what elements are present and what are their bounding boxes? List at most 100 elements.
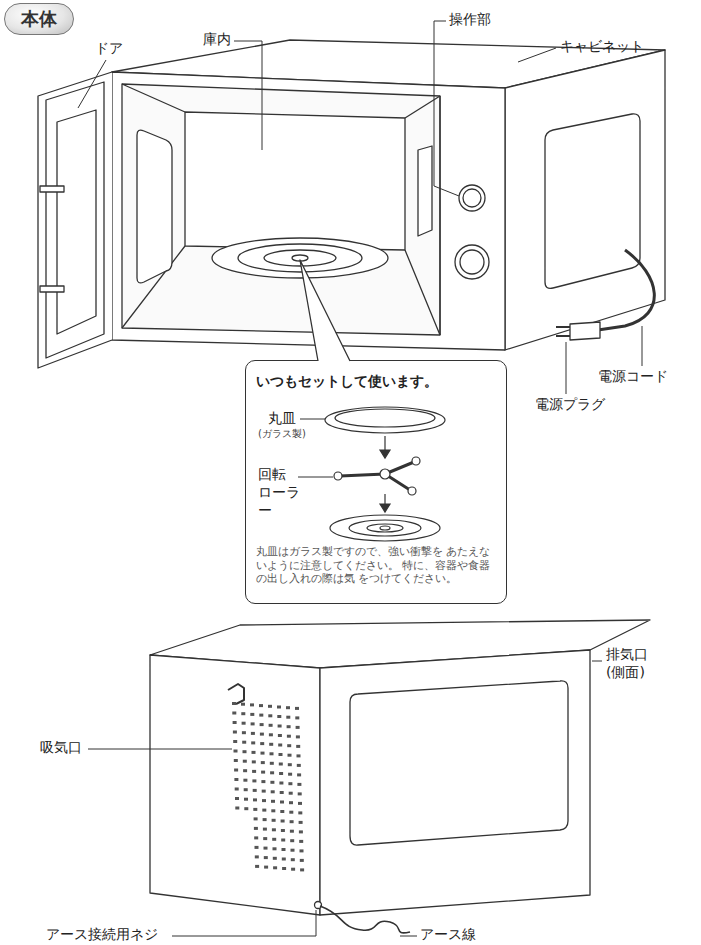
vent-hole bbox=[242, 731, 246, 734]
vent-hole bbox=[299, 830, 303, 833]
vent-hole bbox=[242, 741, 246, 744]
vent-hole bbox=[235, 797, 239, 800]
leader-line bbox=[434, 21, 459, 196]
vent-hole bbox=[244, 798, 248, 801]
vent-hole bbox=[280, 810, 284, 813]
vent-hole bbox=[282, 858, 286, 861]
arrow-head bbox=[380, 504, 390, 512]
vent-hole bbox=[272, 819, 276, 822]
caution-note: 丸皿はガラス製ですので、強い衝撃を あたえないように注意してください。 特に、容… bbox=[256, 545, 498, 586]
vent-hole bbox=[241, 703, 245, 706]
callout-box: いつもセットして使います。丸皿(ガラス製)回転 ローラー丸皿はガラス製ですので、… bbox=[245, 360, 507, 604]
part-label: 操作部 bbox=[449, 11, 509, 29]
knob bbox=[459, 185, 485, 211]
vent-hole bbox=[286, 706, 290, 709]
vent-hole bbox=[232, 712, 236, 715]
vent-hole bbox=[273, 866, 277, 869]
callout-pointer bbox=[300, 260, 350, 361]
vent-hole bbox=[297, 783, 301, 786]
vent-hole bbox=[278, 744, 282, 747]
vent-hole bbox=[264, 866, 268, 869]
arrow-head bbox=[380, 450, 390, 458]
vent-hole bbox=[261, 780, 265, 783]
cavity-window bbox=[137, 130, 172, 283]
leader-lines bbox=[78, 21, 642, 394]
door-window bbox=[57, 110, 96, 334]
vent-hole bbox=[261, 761, 265, 764]
vent-hole bbox=[289, 801, 293, 804]
vent-hole bbox=[280, 791, 284, 794]
knob bbox=[463, 189, 481, 207]
vent-hole bbox=[290, 820, 294, 823]
power-plug bbox=[570, 322, 600, 340]
vent-hole bbox=[287, 735, 291, 738]
vent-hole bbox=[297, 754, 301, 757]
vent-hole bbox=[233, 721, 237, 724]
roller-arm bbox=[340, 462, 414, 490]
vent-hole bbox=[243, 750, 247, 753]
vent-hole bbox=[273, 857, 277, 860]
knob bbox=[455, 245, 489, 279]
part-label: 庫内 bbox=[203, 31, 243, 49]
cavity-edge bbox=[122, 84, 440, 335]
cabinet-side bbox=[505, 50, 665, 350]
vent-hole bbox=[288, 763, 292, 766]
vent-hole bbox=[255, 846, 259, 849]
vent-hole bbox=[233, 740, 237, 743]
vent-hole bbox=[254, 817, 258, 820]
vent-hole bbox=[252, 779, 256, 782]
part-label: 電源コード bbox=[598, 368, 688, 386]
vent-hole bbox=[300, 849, 304, 852]
knob bbox=[460, 250, 484, 274]
part-name: 回転 ローラー bbox=[258, 465, 304, 520]
cabinet-back bbox=[150, 655, 320, 915]
vent-hole bbox=[260, 723, 264, 726]
vent-hole bbox=[234, 750, 238, 753]
vent-hole bbox=[254, 836, 258, 839]
cabinet-side bbox=[320, 650, 590, 915]
vent-hole bbox=[263, 828, 267, 831]
door bbox=[38, 72, 112, 368]
vent-hole bbox=[260, 733, 264, 736]
part-label: アース接続用ネジ bbox=[46, 926, 176, 944]
power-cord bbox=[598, 250, 654, 330]
vent-hole bbox=[299, 821, 303, 824]
vent-hole bbox=[287, 725, 291, 728]
vent-hole bbox=[277, 706, 281, 709]
roller-wheel bbox=[334, 472, 342, 480]
glass-plate bbox=[335, 409, 435, 427]
vent-hole bbox=[288, 754, 292, 757]
side-panel bbox=[350, 681, 568, 845]
vent-hole bbox=[279, 772, 283, 775]
vent-hole bbox=[234, 778, 238, 781]
microwave-back bbox=[150, 620, 650, 933]
vent-hole bbox=[233, 731, 237, 734]
vent-hole bbox=[297, 773, 301, 776]
vent-hole bbox=[290, 839, 294, 842]
leader-line bbox=[78, 60, 106, 108]
part-name: (ガラス製) bbox=[258, 427, 328, 440]
side-panel bbox=[545, 114, 640, 289]
roller-hub bbox=[380, 469, 390, 479]
vent-hole bbox=[262, 809, 266, 812]
vent-hole bbox=[278, 734, 282, 737]
vent-hole bbox=[277, 715, 281, 718]
intake-vents bbox=[232, 702, 304, 871]
vent-hole bbox=[271, 809, 275, 812]
vent-hole bbox=[261, 771, 265, 774]
vent-hole bbox=[286, 716, 290, 719]
vent-hole bbox=[290, 830, 294, 833]
vent-hole bbox=[279, 763, 283, 766]
roller-wheel bbox=[412, 457, 420, 465]
leader-line bbox=[300, 419, 325, 420]
vent-hole bbox=[270, 771, 274, 774]
vent-hole bbox=[264, 847, 268, 850]
vent-hole bbox=[253, 808, 257, 811]
part-name: 丸皿 bbox=[268, 409, 308, 427]
vent-hole bbox=[296, 726, 300, 729]
vent-hole bbox=[250, 703, 254, 706]
leader-line bbox=[566, 342, 567, 394]
vent-hole bbox=[281, 829, 285, 832]
